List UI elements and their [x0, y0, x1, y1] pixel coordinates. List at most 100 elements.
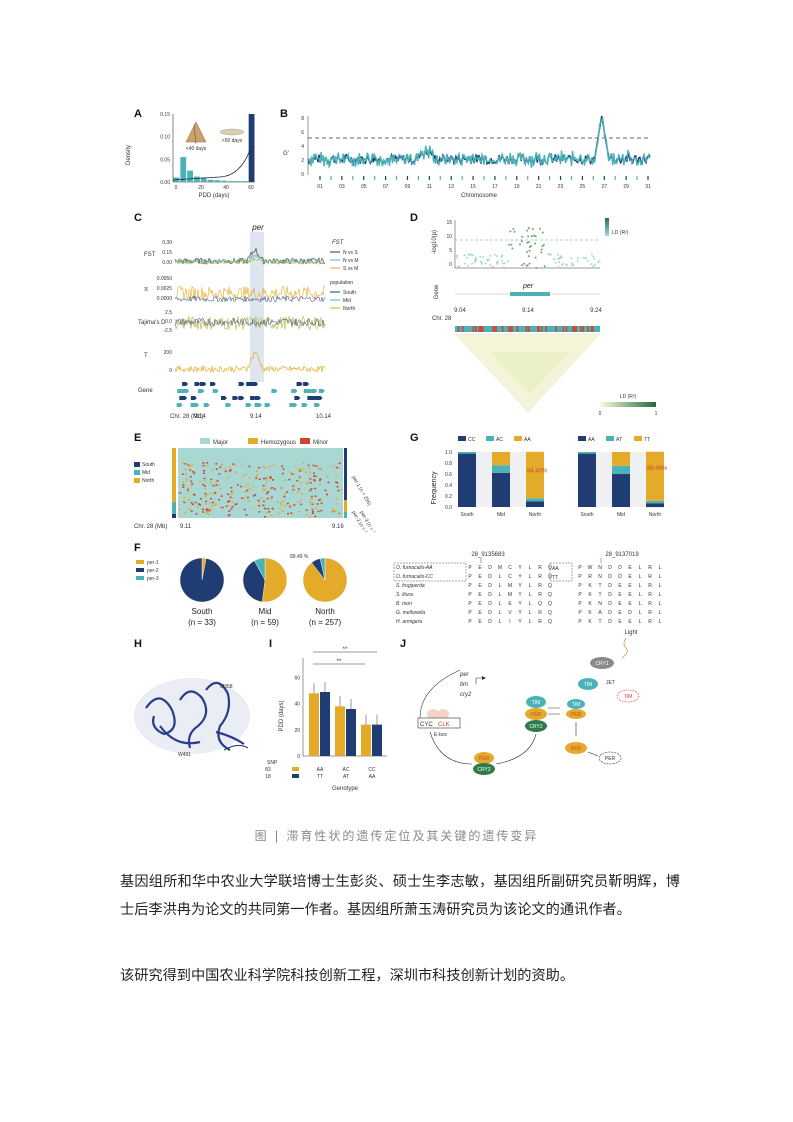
snp-stripe — [511, 326, 513, 332]
heatmap-cell — [319, 478, 322, 480]
row-label-pi: π — [144, 287, 148, 293]
association-point — [491, 265, 494, 268]
ld-colorbar — [600, 402, 656, 407]
inset-left-label: <40 days — [186, 146, 207, 152]
residue: M — [498, 565, 502, 571]
heatmap-cell — [297, 469, 300, 471]
heatmap-cell — [297, 488, 300, 490]
y-tick: 0 — [301, 172, 304, 178]
heatmap-cell — [245, 514, 248, 516]
association-point — [479, 255, 482, 258]
heatmap-cell — [269, 476, 272, 478]
legend-item: Mid — [142, 470, 150, 476]
residue: Q — [548, 610, 552, 616]
fst-series-n-vs-s — [174, 248, 326, 266]
association-point — [543, 265, 546, 268]
gene-arrow — [232, 396, 239, 400]
y-tick: 0.0000 — [157, 296, 173, 302]
heatmap-cell — [313, 479, 316, 481]
heatmap-cell — [213, 504, 216, 507]
heatmap-cell — [304, 471, 307, 474]
pie-name: North — [315, 607, 335, 616]
association-point — [503, 262, 506, 265]
gene-arrow — [200, 382, 207, 386]
heatmap-cell — [290, 513, 293, 515]
gene-label: tim — [460, 682, 468, 688]
association-point — [530, 235, 533, 238]
heatmap-cell — [220, 506, 223, 508]
residue: Y — [518, 601, 522, 607]
connector-band — [476, 452, 492, 507]
association-point — [501, 262, 504, 265]
heatmap-cell — [263, 477, 266, 480]
association-point — [528, 249, 531, 252]
heatmap-cell — [189, 465, 192, 468]
heatmap-cell — [215, 484, 218, 486]
gene-arrow — [245, 403, 252, 407]
heatmap-cell — [326, 475, 329, 478]
residue: T — [598, 583, 601, 589]
association-point — [527, 235, 530, 238]
bar — [320, 692, 330, 756]
association-point — [474, 256, 477, 259]
x-tick: North — [529, 512, 541, 518]
histogram-bar — [241, 181, 248, 182]
heatmap-cell — [252, 485, 255, 487]
association-point — [558, 266, 561, 269]
gene-arrow — [179, 396, 186, 400]
x-tick: North — [649, 512, 661, 518]
snp-stripe — [462, 326, 464, 332]
association-point — [558, 261, 561, 263]
gene-arrow — [291, 403, 298, 407]
association-point — [554, 261, 557, 264]
association-point — [466, 264, 469, 267]
heatmap-cell — [189, 469, 192, 471]
heatmap-cell — [227, 493, 230, 496]
heatmap-cell — [228, 510, 231, 512]
heatmap-cell — [313, 480, 316, 482]
residue: P — [468, 601, 472, 607]
heatmap-cell — [260, 497, 263, 499]
association-point — [592, 265, 595, 268]
heatmap-cell — [291, 473, 294, 475]
legend-swatch — [458, 436, 466, 441]
y-tick: 4 — [301, 144, 304, 150]
heatmap-cell — [320, 502, 323, 505]
association-point — [501, 254, 504, 257]
gene-highlight — [250, 232, 264, 382]
snp-stripe — [479, 326, 482, 332]
protein-label: TIM — [624, 694, 633, 700]
snp-stripe — [541, 326, 543, 332]
heatmap-cell — [205, 508, 208, 510]
y-tick: 0 — [169, 368, 172, 374]
legend-title-population: population — [330, 280, 353, 286]
residue: L — [659, 574, 662, 580]
association-point — [572, 264, 575, 266]
heatmap-cell — [209, 492, 212, 495]
residue: E — [478, 592, 482, 598]
heatmap-cell — [258, 504, 261, 507]
stacked-bar-segment — [578, 452, 596, 454]
association-point — [519, 243, 521, 246]
x-tick: 9.24 — [590, 308, 602, 314]
snp-stripe — [587, 326, 589, 332]
heatmap-cell — [227, 505, 230, 507]
snp-stripe — [575, 326, 577, 332]
heatmap-cell — [190, 502, 193, 504]
residue: P — [468, 592, 472, 598]
residue: D — [608, 583, 612, 589]
histogram-bar — [248, 114, 255, 182]
association-point — [510, 243, 513, 246]
y-tick: 0.4 — [445, 483, 452, 489]
significance-mark: ** — [337, 659, 342, 665]
residue: Y — [518, 574, 522, 580]
y-tick: 0.00 — [160, 180, 170, 186]
heatmap-cell — [294, 465, 297, 468]
gene-arrow — [250, 396, 257, 400]
legend-item: South — [142, 462, 155, 468]
pie-n: (n = 59) — [251, 618, 279, 627]
